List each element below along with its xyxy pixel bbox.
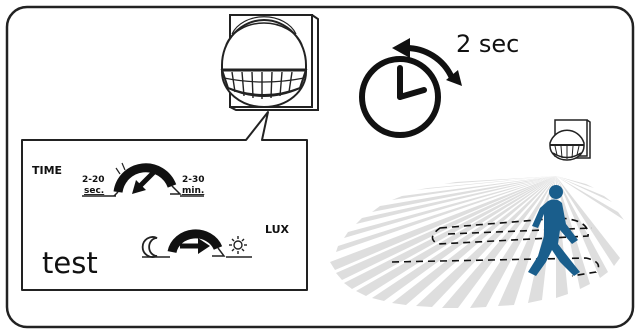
timer-label: 2 sec bbox=[456, 30, 519, 58]
clock-icon bbox=[359, 38, 462, 138]
sun-icon bbox=[229, 236, 247, 254]
lux-title: LUX bbox=[265, 223, 290, 236]
time-min-bottom: sec. bbox=[84, 186, 104, 196]
time-min-top: 2-20 bbox=[82, 175, 105, 185]
time-dial: 2-20 sec. 2-30 min. bbox=[82, 162, 205, 197]
sensor-large-icon bbox=[220, 14, 319, 111]
sensor-small-icon bbox=[549, 119, 591, 161]
lux-dial bbox=[141, 229, 252, 258]
test-label: test bbox=[42, 246, 98, 280]
time-max-top: 2-30 bbox=[182, 175, 205, 185]
time-max-bottom: min. bbox=[182, 186, 204, 196]
detection-zone-rays bbox=[330, 176, 624, 308]
time-title: TIME bbox=[32, 164, 62, 177]
walking-person-icon bbox=[528, 185, 580, 276]
